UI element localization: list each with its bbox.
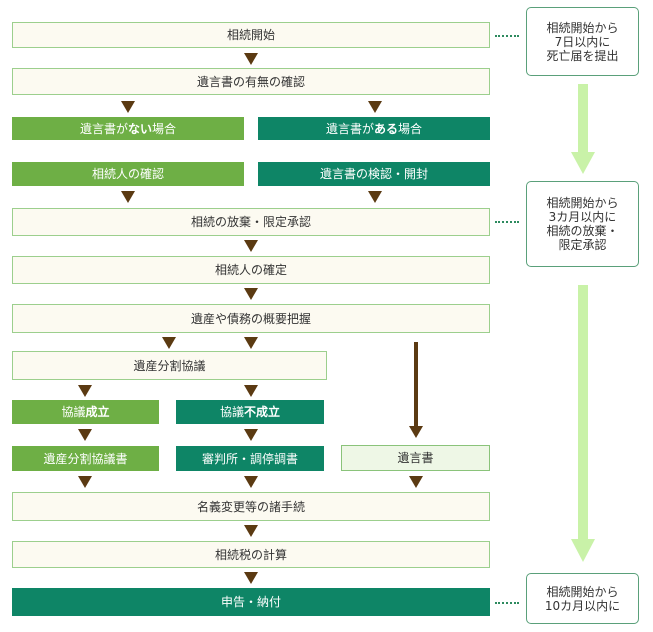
note-tax-deadline: 相続開始から 10カ月以内に <box>526 573 639 624</box>
step-tax-calc-label: 相続税の計算 <box>214 547 287 562</box>
timeline-arrow-1 <box>571 84 595 174</box>
step-division: 遺産分割協議 <box>12 351 327 380</box>
step-renounce: 相続の放棄・限定承認 <box>12 208 490 236</box>
arrow-down-icon <box>244 240 258 252</box>
step-start-label: 相続開始 <box>226 28 275 42</box>
branch-has-will-emphasis: ある <box>373 121 398 136</box>
note-renounce-line: 相続の放棄・ <box>546 224 619 238</box>
step-transfer-label: 名義変更等の諸手続 <box>196 499 305 514</box>
branch-no-agreement-emphasis: 不成立 <box>244 405 281 419</box>
step-start: 相続開始 <box>12 22 490 48</box>
arrow-down-icon <box>368 101 382 113</box>
doc-division-label: 遺産分割協議書 <box>43 451 128 466</box>
branch-has-will-prefix: 遺言書が <box>325 121 374 136</box>
note-renounce-line: 3カ月以内に <box>548 210 617 224</box>
arrow-down-icon <box>162 337 176 349</box>
doc-division: 遺産分割協議書 <box>12 446 159 471</box>
arrow-down-icon <box>121 101 135 113</box>
step-heir-confirm: 相続人の確定 <box>12 256 490 284</box>
branch-no-will: 遺言書がない場合 <box>12 117 244 140</box>
step-will-check-label: 遺言書の有無の確認 <box>196 74 305 89</box>
note-death-notice: 相続開始から 7日以内に 死亡届を提出 <box>526 7 639 76</box>
arrow-down-icon <box>244 572 258 584</box>
arrow-down-icon <box>244 429 258 441</box>
arrow-down-icon <box>121 191 135 203</box>
step-heir-confirm-label: 相続人の確定 <box>214 263 287 277</box>
step-transfer: 名義変更等の諸手続 <box>12 492 490 521</box>
branch-no-will-emphasis: ない <box>127 121 152 136</box>
step-heir-check-label: 相続人の確認 <box>91 167 164 181</box>
note-death-notice-line: 相続開始から <box>546 20 619 35</box>
arrow-down-icon <box>78 429 92 441</box>
arrow-down-icon <box>244 53 258 65</box>
branch-agreement: 協議成立 <box>12 400 159 424</box>
note-death-notice-line: 死亡届を提出 <box>546 48 619 63</box>
will-bypass-arrow <box>409 342 423 438</box>
step-will-inspect: 遺言書の検認・開封 <box>258 162 490 186</box>
step-division-label: 遺産分割協議 <box>133 358 206 373</box>
branch-agreement-prefix: 協議 <box>61 405 86 419</box>
step-renounce-label: 相続の放棄・限定承認 <box>190 215 311 229</box>
branch-agreement-emphasis: 成立 <box>85 405 110 419</box>
branch-no-agreement-prefix: 協議 <box>219 405 244 419</box>
arrow-down-icon <box>244 525 258 537</box>
doc-will-label: 遺言書 <box>397 451 434 465</box>
dotted-connector <box>495 602 519 604</box>
arrow-down-icon <box>78 476 92 488</box>
step-estate-grasp: 遺産や債務の概要把握 <box>12 304 490 333</box>
note-renounce-line: 限定承認 <box>558 238 607 252</box>
branch-has-will-suffix: 場合 <box>398 121 423 136</box>
note-renounce-deadline: 相続開始から 3カ月以内に 相続の放棄・ 限定承認 <box>526 181 639 267</box>
step-filing: 申告・納付 <box>12 588 490 616</box>
step-will-check: 遺言書の有無の確認 <box>12 68 490 95</box>
step-filing-label: 申告・納付 <box>220 595 281 609</box>
arrow-down-icon <box>409 476 423 488</box>
arrow-down-icon <box>244 476 258 488</box>
arrow-down-icon <box>368 191 382 203</box>
arrow-down-icon <box>244 385 258 397</box>
arrow-down-icon <box>78 385 92 397</box>
note-death-notice-line: 7日以内に <box>554 34 611 49</box>
note-tax-line: 10カ月以内に <box>544 598 621 613</box>
step-estate-grasp-label: 遺産や債務の概要把握 <box>190 311 311 326</box>
step-tax-calc: 相続税の計算 <box>12 541 490 568</box>
note-renounce-line: 相続開始から <box>546 196 619 210</box>
branch-has-will: 遺言書がある場合 <box>258 117 490 140</box>
doc-will: 遺言書 <box>341 445 490 471</box>
branch-no-will-suffix: 場合 <box>152 121 177 136</box>
dotted-connector <box>495 35 519 37</box>
branch-no-will-prefix: 遺言書が <box>79 121 128 136</box>
step-will-inspect-label: 遺言書の検認・開封 <box>319 167 428 181</box>
doc-court: 審判所・調停調書 <box>176 446 324 471</box>
branch-no-agreement: 協議不成立 <box>176 400 324 424</box>
arrow-down-icon <box>244 288 258 300</box>
doc-court-label: 審判所・調停調書 <box>201 451 298 466</box>
timeline-arrow-2 <box>571 285 595 562</box>
dotted-connector <box>495 221 519 223</box>
arrow-down-icon <box>244 337 258 349</box>
note-tax-line: 相続開始から <box>546 584 619 599</box>
step-heir-check: 相続人の確認 <box>12 162 244 186</box>
